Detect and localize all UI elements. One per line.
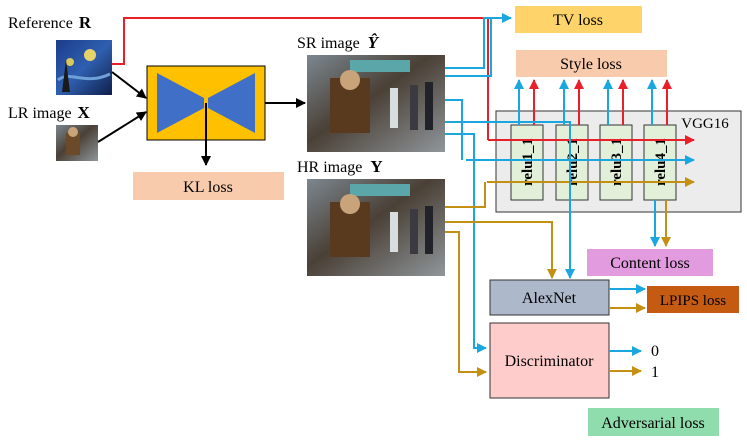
output-one: 1 [651, 364, 659, 381]
reference-red-path [112, 17, 489, 140]
output-zero: 0 [651, 343, 659, 360]
lr-to-generator-arrow [97, 111, 147, 143]
lpips-loss-label: LPIPS loss [660, 293, 726, 309]
tv-loss-box [515, 6, 642, 33]
ref-to-generator-arrow [111, 71, 147, 99]
relu3-1-label: relu3_1 [609, 138, 625, 186]
relu1-1-label: relu1_1 [520, 138, 536, 186]
relu3-1-block: relu3_1 [599, 124, 633, 201]
sr-blue-paths [445, 13, 575, 353]
adversarial-loss-label: Adversarial loss [601, 415, 705, 432]
alexnet-label: AlexNet [522, 290, 577, 307]
hr-image [307, 179, 445, 276]
relu4-1-block: relu4_1 [643, 124, 677, 201]
style-loss-box [516, 50, 667, 77]
style-loss-arrows [514, 79, 672, 125]
content-loss-label: Content loss [610, 255, 690, 272]
vgg16-label: VGG16 [681, 116, 729, 132]
discriminator-block [489, 322, 610, 399]
relu4-1-label: relu4_1 [653, 138, 669, 186]
relu2-1-label: relu2_1 [565, 138, 581, 186]
content-loss-box [587, 249, 713, 276]
tv-loss-label: TV loss [553, 12, 603, 29]
relu1-1-block: relu1_1 [510, 124, 544, 201]
kl-loss-box [133, 172, 284, 200]
adversarial-loss-box [588, 408, 719, 436]
lpips-loss-box [647, 286, 739, 313]
lr-image [56, 125, 98, 161]
discriminator-label: Discriminator [505, 353, 595, 370]
style-loss-label: Style loss [560, 56, 622, 73]
reference-image [56, 40, 112, 95]
relu2-1-block: relu2_1 [555, 124, 589, 201]
kl-loss-label: KL loss [183, 179, 233, 196]
alexnet-block [489, 279, 610, 316]
hr-gold-paths [445, 182, 557, 377]
sr-image [307, 55, 445, 152]
